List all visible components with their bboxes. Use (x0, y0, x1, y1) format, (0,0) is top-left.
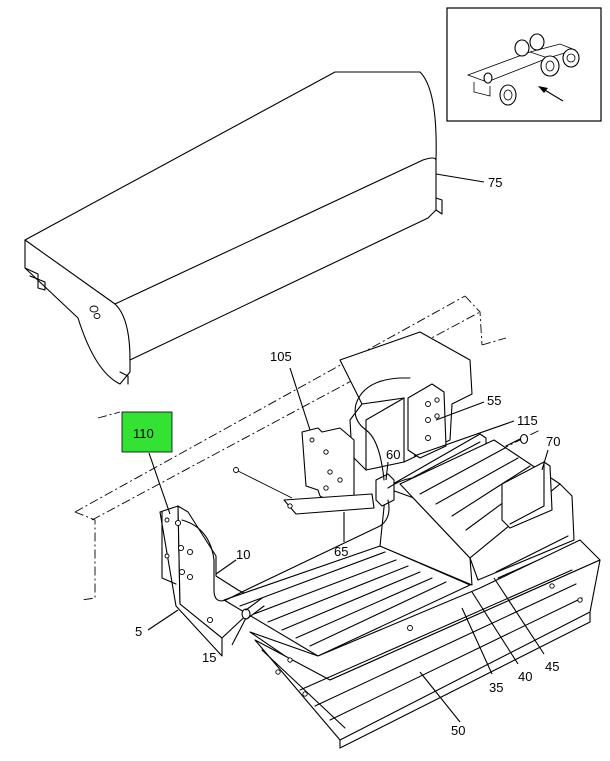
callout-115[interactable]: 115 (517, 413, 538, 428)
callout-leaders (147, 173, 549, 723)
locator-inset (446, 7, 602, 122)
callout-70[interactable]: 70 (546, 434, 560, 449)
callout-60[interactable]: 60 (386, 447, 400, 462)
callout-110[interactable]: 110 (133, 426, 154, 441)
locator-arrow-icon (538, 86, 564, 102)
step-assembly (159, 331, 601, 749)
callout-45[interactable]: 45 (545, 659, 559, 674)
callout-15[interactable]: 15 (202, 650, 216, 665)
chassis-thumbnail (466, 33, 580, 106)
highlight-box-110 (121, 411, 173, 453)
callout-10[interactable]: 10 (236, 547, 250, 562)
callout-75[interactable]: 75 (488, 175, 502, 190)
callout-55[interactable]: 55 (487, 393, 501, 408)
callout-40[interactable]: 40 (518, 669, 532, 684)
cover-part-75 (24, 71, 443, 385)
callout-105[interactable]: 105 (270, 349, 292, 364)
callout-5[interactable]: 5 (135, 624, 142, 639)
callout-35[interactable]: 35 (489, 680, 503, 695)
frame-rails-phantom (74, 295, 541, 601)
callout-50[interactable]: 50 (451, 723, 465, 738)
callout-65[interactable]: 65 (334, 544, 348, 559)
callout-labels: 75 105 110 55 115 60 70 10 65 5 15 35 40… (133, 175, 560, 738)
